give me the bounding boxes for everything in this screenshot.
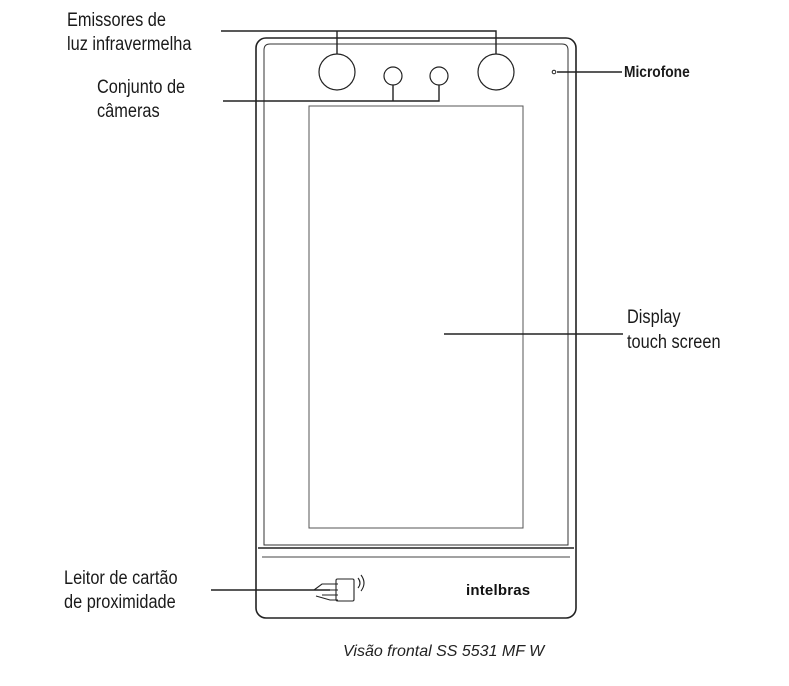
figure-caption: Visão frontal SS 5531 MF W <box>343 643 545 660</box>
leader-cameras <box>223 85 440 102</box>
brand-logo: intelbras <box>466 582 531 599</box>
leader-infrared <box>221 30 497 54</box>
device-inner-contour <box>263 43 569 546</box>
microphone-hole <box>551 69 557 75</box>
label-microphone: Microfone <box>624 64 690 81</box>
label-card-reader-line1: Leitor de cartão <box>64 568 178 589</box>
camera-right <box>429 66 449 86</box>
label-infrared-emitters-line1: Emissores de <box>67 10 166 31</box>
infrared-emitter-right <box>477 53 515 91</box>
label-infrared-emitters-line2: luz infravermelha <box>67 34 192 55</box>
label-cameras-line1: Conjunto de <box>97 77 186 98</box>
card-reader-icon <box>313 574 365 602</box>
device-outer-body <box>255 37 577 619</box>
label-display-line2: touch screen <box>627 332 721 353</box>
display-screen <box>308 105 524 529</box>
label-display-line1: Display <box>627 307 681 328</box>
label-card-reader-line2: de proximidade <box>64 592 176 613</box>
infrared-emitter-left <box>318 53 356 91</box>
label-cameras-line2: câmeras <box>97 101 160 122</box>
camera-left <box>383 66 403 86</box>
